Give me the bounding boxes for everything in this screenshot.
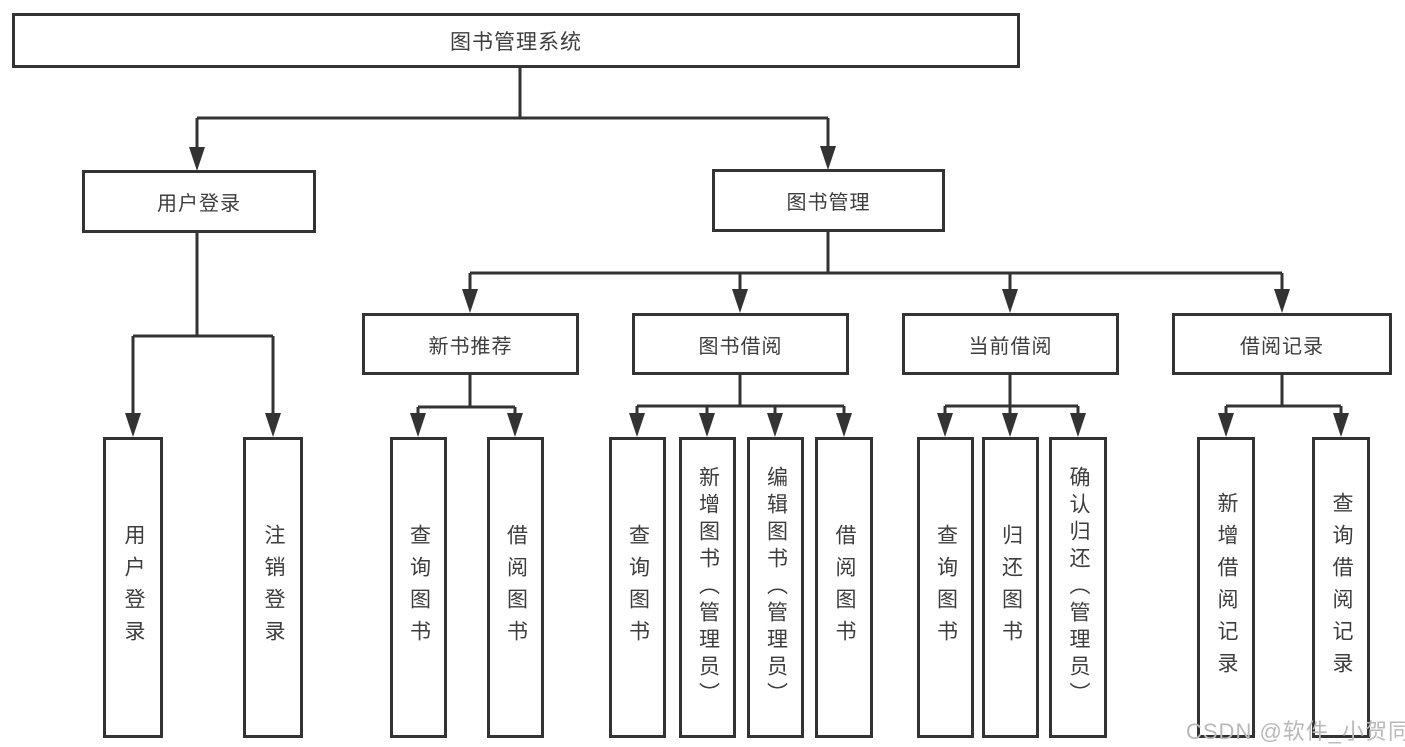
node-new-book-recommendation: 新书推荐 xyxy=(362,313,579,375)
leaf-edit-books-admin: 编辑图书（管理员） xyxy=(747,437,804,738)
node-borrowing-records: 借阅记录 xyxy=(1172,313,1392,375)
node-label: 新增图书（管理员） xyxy=(696,466,720,709)
leaf-query-books-borrowing: 查询图书 xyxy=(609,437,666,738)
csdn-watermark: CSDN @软件_小贺同学 xyxy=(1186,719,1405,744)
leaf-query-books-current: 查询图书 xyxy=(917,437,974,738)
node-library-management-system: 图书管理系统 xyxy=(12,13,1020,68)
node-label: 借阅图书 xyxy=(504,523,528,652)
node-user-login: 用户登录 xyxy=(82,170,316,233)
leaf-return-books: 归还图书 xyxy=(982,437,1039,738)
node-label: 归还图书 xyxy=(999,523,1023,652)
edge-book-management-to-sections xyxy=(462,232,1290,313)
leaf-query-books-recommendation: 查询图书 xyxy=(390,437,447,738)
leaf-add-books-admin: 新增图书（管理员） xyxy=(679,437,736,738)
node-label: 查询图书 xyxy=(934,523,958,652)
edge-root-to-level2 xyxy=(189,68,836,171)
leaf-query-borrow-record: 查询借阅记录 xyxy=(1312,437,1370,738)
leaf-add-borrow-record: 新增借阅记录 xyxy=(1197,437,1255,738)
edge-new-book-recommendation-to-children xyxy=(410,375,523,437)
node-book-borrowing: 图书借阅 xyxy=(632,313,849,375)
leaf-borrow-books-recommendation: 借阅图书 xyxy=(487,437,544,738)
node-label: 编辑图书（管理员） xyxy=(764,466,788,709)
node-label: 新增借阅记录 xyxy=(1215,491,1238,684)
node-label: 当前借阅 xyxy=(968,335,1053,358)
node-label: 借阅记录 xyxy=(1240,335,1324,358)
leaf-logout: 注销登录 xyxy=(243,437,303,738)
edge-current-borrowing-to-children xyxy=(937,375,1086,437)
node-label: 用户登录 xyxy=(122,523,145,652)
node-label: 注销登录 xyxy=(262,523,285,652)
node-label: 查询图书 xyxy=(407,523,431,652)
node-label: 图书借阅 xyxy=(698,335,783,358)
node-label: 用户登录 xyxy=(157,193,241,215)
node-current-borrowing: 当前借阅 xyxy=(902,313,1119,375)
node-label: 图书管理 xyxy=(786,192,871,214)
node-label: 新书推荐 xyxy=(428,335,513,358)
leaf-user-login: 用户登录 xyxy=(103,437,163,738)
node-label: 查询图书 xyxy=(626,523,650,652)
leaf-borrow-books-borrowing: 借阅图书 xyxy=(815,437,873,738)
edge-borrowing-records-to-children xyxy=(1218,375,1349,437)
node-label: 图书管理系统 xyxy=(450,30,582,54)
node-book-management: 图书管理 xyxy=(712,169,945,232)
node-label: 确认归还（管理员） xyxy=(1067,466,1090,709)
edge-book-borrowing-to-children xyxy=(629,375,852,437)
node-label: 借阅图书 xyxy=(833,523,856,652)
node-label: 查询借阅记录 xyxy=(1330,491,1353,684)
leaf-confirm-return-admin: 确认归还（管理员） xyxy=(1049,437,1107,738)
edge-user-login-to-children xyxy=(125,233,281,437)
